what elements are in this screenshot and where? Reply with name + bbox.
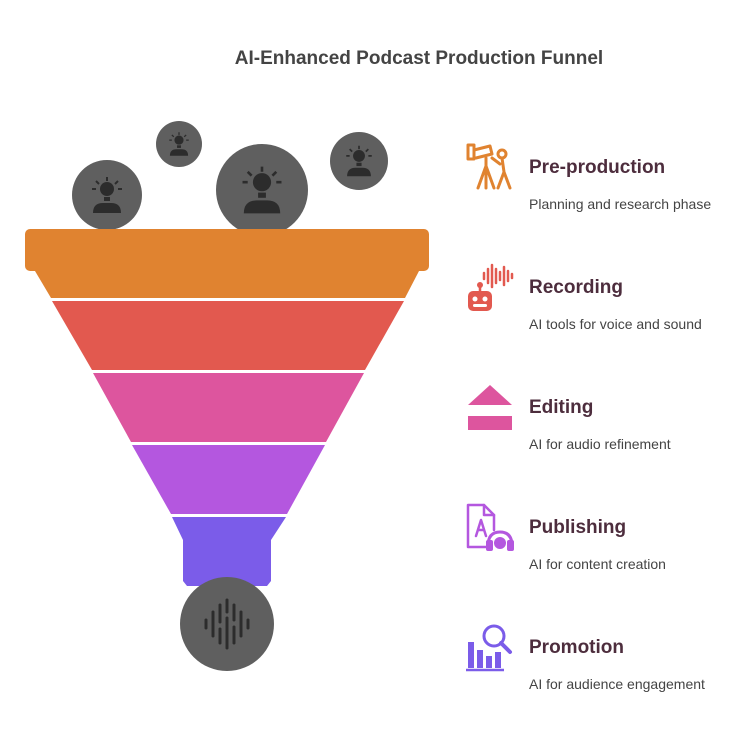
funnel-graphic xyxy=(25,121,429,671)
funnel-band-pre-production xyxy=(35,271,419,298)
idea-person-icon xyxy=(330,132,388,190)
podcast-soundwave-icon xyxy=(180,577,274,671)
stage-description-publishing: AI for content creation xyxy=(529,556,666,572)
funnel-band-recording xyxy=(52,301,404,370)
stage-title-label: Pre-production xyxy=(529,157,666,178)
diagram-title: AI-Enhanced Podcast Production Funnel xyxy=(234,48,604,69)
stage-title-editing: Editing xyxy=(529,397,593,419)
funnel-band-editing xyxy=(93,373,364,442)
funnel-rim xyxy=(25,229,429,271)
stage-title-label: Editing xyxy=(529,397,594,418)
idea-person-icon xyxy=(72,160,142,230)
idea-person-icon xyxy=(216,144,308,236)
camera-tripod-icon xyxy=(466,143,512,190)
stage-description-pre-production: Planning and research phase xyxy=(529,196,712,212)
stage-description-promotion: AI for audience engagement xyxy=(529,676,705,692)
stage-title-label: Publishing xyxy=(529,517,627,538)
document-headphones-icon xyxy=(466,503,514,551)
stage-description-editing: AI for audio refinement xyxy=(529,436,671,452)
stage-title-label: Promotion xyxy=(529,637,624,658)
stage-title-pre-production: Pre-production xyxy=(529,157,665,179)
idea-person-icon xyxy=(156,121,202,167)
funnel-band-publishing xyxy=(132,445,325,514)
robot-soundwave-icon xyxy=(468,263,514,311)
chart-magnifier-icon xyxy=(466,624,512,672)
stage-title-recording: Recording xyxy=(529,277,623,299)
stage-title-label: Recording xyxy=(529,277,623,298)
funnel-band-promotion xyxy=(172,517,286,586)
eject-icon xyxy=(468,385,512,430)
stage-description-recording: AI tools for voice and sound xyxy=(529,316,702,332)
stage-title-publishing: Publishing xyxy=(529,517,626,539)
stage-title-promotion: Promotion xyxy=(529,637,624,659)
